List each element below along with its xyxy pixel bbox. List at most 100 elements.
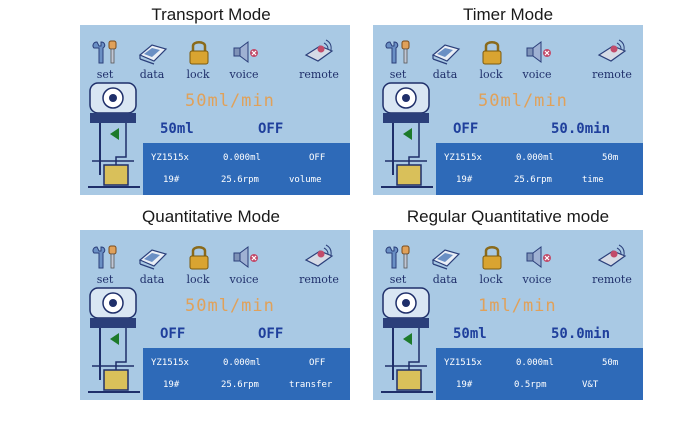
rotation-speed: 0.5rpm [514, 380, 547, 390]
peristaltic-pump-icon [88, 82, 140, 188]
data-menu[interactable]: data [130, 242, 174, 288]
set-label: set [96, 273, 114, 286]
lock-menu[interactable]: lock [469, 37, 513, 83]
padlock-icon [482, 41, 502, 65]
peristaltic-pump-icon [381, 287, 433, 393]
operating-mode: volume [289, 175, 322, 185]
pump-number: 19# [456, 380, 473, 390]
remote-menu[interactable]: remote [294, 242, 344, 288]
setting-left-value: OFF [453, 121, 479, 137]
set-label: set [389, 273, 407, 286]
data-label: data [432, 273, 458, 286]
set-label: set [96, 68, 114, 81]
peristaltic-pump-icon [381, 82, 433, 188]
lock-label: lock [186, 273, 210, 286]
remote-menu[interactable]: remote [294, 37, 344, 83]
data-label: data [139, 68, 165, 81]
wrench-screwdriver-icon [92, 245, 117, 269]
screen-quantitative-mode: set data lock voice [80, 230, 350, 400]
pump-number: 19# [456, 175, 473, 185]
lock-label: lock [479, 273, 503, 286]
remote-label: remote [592, 273, 632, 286]
flow-rate-value: 50ml/min [478, 91, 568, 111]
operating-mode: transfer [289, 380, 333, 390]
setting-left-value: 50ml [453, 326, 487, 342]
lock-label: lock [479, 68, 503, 81]
dispensed-volume: 0.000ml [223, 153, 261, 163]
status-value: 50m [602, 358, 619, 368]
pump-model: YZ1515x [444, 153, 482, 163]
dispensed-volume: 0.000ml [223, 358, 261, 368]
set-menu[interactable]: set [376, 242, 420, 288]
remote-signal-icon [597, 244, 627, 267]
wrench-screwdriver-icon [385, 245, 410, 269]
direction-arrow-icon [110, 333, 119, 345]
remote-menu[interactable]: remote [587, 37, 637, 83]
voice-menu[interactable]: voice [222, 242, 266, 288]
rotation-speed: 25.6rpm [514, 175, 552, 185]
lock-label: lock [186, 68, 210, 81]
set-menu[interactable]: set [83, 37, 127, 83]
flow-rate-value: 50ml/min [185, 296, 275, 316]
setting-right-value: OFF [258, 326, 284, 342]
speaker-mute-icon [526, 41, 551, 63]
set-label: set [389, 68, 407, 81]
voice-menu[interactable]: voice [515, 37, 559, 83]
data-card-icon [431, 44, 461, 65]
voice-label: voice [522, 273, 552, 286]
direction-arrow-icon [110, 128, 119, 140]
status-value: 50m [602, 153, 619, 163]
lock-menu[interactable]: lock [176, 242, 220, 288]
setting-right-value: 50.0min [551, 326, 611, 342]
setting-left-value: 50ml [160, 121, 194, 137]
voice-menu[interactable]: voice [515, 242, 559, 288]
panel-title-timer: Timer Mode [462, 5, 554, 24]
remote-label: remote [592, 68, 632, 81]
speaker-mute-icon [233, 41, 258, 63]
wrench-screwdriver-icon [92, 40, 117, 64]
flow-rate-value: 50ml/min [185, 91, 275, 111]
lock-menu[interactable]: lock [469, 242, 513, 288]
panel-title-regular-quantitative: Regular Quantitative mode [406, 207, 610, 226]
status-info-bar: YZ1515x 0.000ml 50m 19# 25.6rpm time [436, 143, 643, 195]
pump-number: 19# [163, 175, 180, 185]
status-info-bar: YZ1515x 0.000ml OFF 19# 25.6rpm transfer [143, 348, 350, 400]
dispensed-volume: 0.000ml [516, 153, 554, 163]
pump-model: YZ1515x [151, 358, 189, 368]
remote-menu[interactable]: remote [587, 242, 637, 288]
flow-rate-value: 1ml/min [478, 296, 557, 316]
operating-mode: time [582, 175, 604, 185]
wrench-screwdriver-icon [385, 40, 410, 64]
data-menu[interactable]: data [423, 242, 467, 288]
data-label: data [139, 273, 165, 286]
remote-label: remote [299, 68, 339, 81]
remote-label: remote [299, 273, 339, 286]
remote-signal-icon [304, 39, 334, 62]
dispensed-volume: 0.000ml [516, 358, 554, 368]
status-info-bar: YZ1515x 0.000ml OFF 19# 25.6rpm volume [143, 143, 350, 195]
setting-right-value: OFF [258, 121, 284, 137]
data-card-icon [138, 44, 168, 65]
voice-menu[interactable]: voice [222, 37, 266, 83]
status-value: OFF [309, 358, 326, 368]
set-menu[interactable]: set [83, 242, 127, 288]
setting-left-value: OFF [160, 326, 186, 342]
speaker-mute-icon [233, 246, 258, 268]
pump-number: 19# [163, 380, 180, 390]
setting-right-value: 50.0min [551, 121, 611, 137]
pump-model: YZ1515x [444, 358, 482, 368]
data-card-icon [138, 249, 168, 270]
data-menu[interactable]: data [130, 37, 174, 83]
screen-transport-mode: set data lock voice [80, 25, 350, 195]
voice-label: voice [229, 68, 259, 81]
lock-menu[interactable]: lock [176, 37, 220, 83]
direction-arrow-icon [403, 333, 412, 345]
rotation-speed: 25.6rpm [221, 380, 259, 390]
panel-title-transport: Transport Mode [151, 5, 271, 24]
voice-label: voice [522, 68, 552, 81]
data-menu[interactable]: data [423, 37, 467, 83]
panel-title-quantitative: Quantitative Mode [142, 207, 280, 226]
padlock-icon [189, 246, 209, 270]
rotation-speed: 25.6rpm [221, 175, 259, 185]
set-menu[interactable]: set [376, 37, 420, 83]
